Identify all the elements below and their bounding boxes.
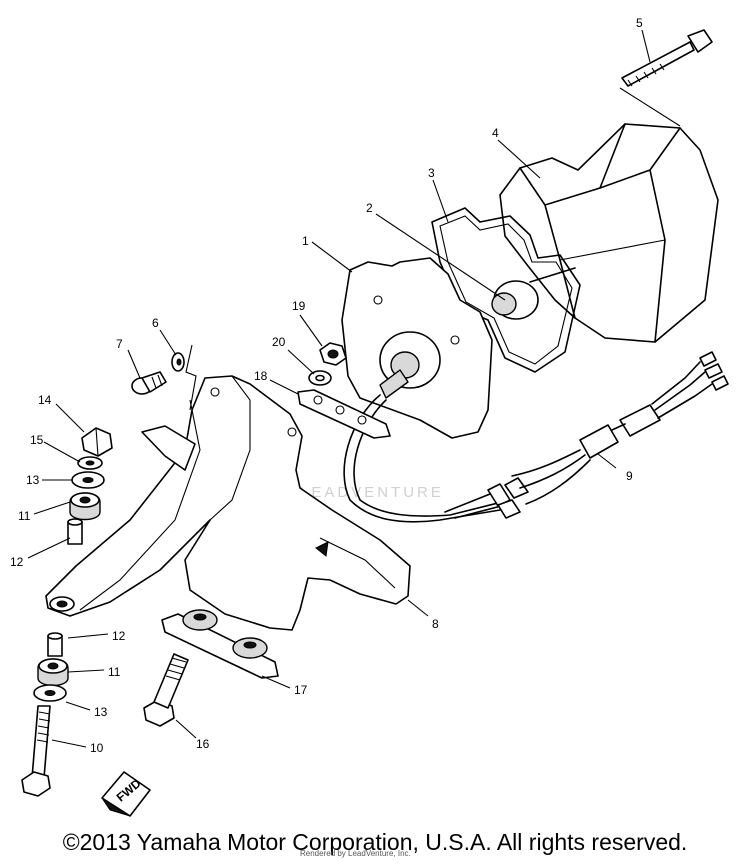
callout-6[interactable]: 6 — [152, 316, 159, 330]
callout-19[interactable]: 19 — [292, 299, 306, 313]
part-15-washer[interactable] — [77, 456, 103, 470]
part-12-collar-lower[interactable] — [47, 632, 63, 657]
part-4-cover[interactable] — [499, 123, 719, 343]
part-14-cap-nut[interactable] — [81, 427, 113, 457]
part-13-washer-lower[interactable] — [33, 684, 67, 702]
callout-20[interactable]: 20 — [272, 335, 286, 349]
callout-14[interactable]: 14 — [38, 393, 52, 407]
part-7-screw[interactable] — [131, 371, 167, 395]
callout-2[interactable]: 2 — [366, 201, 373, 215]
callout-8[interactable]: 8 — [432, 617, 439, 631]
part-10-bolt[interactable] — [21, 705, 51, 797]
part-17-mount-plate[interactable] — [161, 609, 279, 679]
callout-5[interactable]: 5 — [636, 16, 643, 30]
part-13-washer-upper[interactable] — [71, 471, 105, 489]
callout-11[interactable]: 11 — [18, 509, 31, 523]
copyright-notice: ©2013 Yamaha Motor Corporation, U.S.A. A… — [62, 829, 688, 855]
part-11-grommet-upper[interactable] — [69, 492, 101, 521]
callout-10[interactable]: 10 — [90, 741, 104, 755]
part-19-nut[interactable] — [319, 342, 347, 366]
callout-7[interactable]: 7 — [116, 337, 123, 351]
watermark: LEADVENTURE — [300, 484, 444, 501]
callout-3[interactable]: 3 — [428, 166, 435, 180]
exploded-view-drawing: LEADVENTURE — [10, 16, 729, 817]
callout-15[interactable]: 15 — [30, 433, 44, 447]
part-1-base-plate[interactable] — [341, 257, 493, 439]
callout-12[interactable]: 12 — [10, 555, 24, 569]
callout-17[interactable]: 17 — [294, 683, 308, 697]
part-11-grommet-lower[interactable] — [37, 658, 69, 687]
part-6-washer[interactable] — [171, 352, 185, 372]
callout-16[interactable]: 16 — [196, 737, 210, 751]
callout-1[interactable]: 1 — [302, 234, 309, 248]
callout-13-lower[interactable]: 13 — [94, 705, 108, 719]
part-8-bracket[interactable] — [45, 375, 411, 631]
part-18-plate[interactable] — [297, 389, 391, 439]
callout-13[interactable]: 13 — [26, 473, 40, 487]
part-5-screw[interactable] — [621, 29, 713, 87]
part-16-bolt[interactable] — [143, 653, 189, 727]
callout-12-lower[interactable]: 12 — [112, 629, 126, 643]
callout-4[interactable]: 4 — [492, 126, 499, 140]
rendered-by-note: Rendered by LeadVenture, Inc. — [300, 849, 411, 858]
part-2-pin[interactable] — [491, 267, 576, 320]
leader-lines — [27, 29, 681, 748]
part-12-collar-upper[interactable] — [67, 518, 83, 545]
callout-18[interactable]: 18 — [254, 369, 268, 383]
callout-9[interactable]: 9 — [626, 469, 633, 483]
fwd-direction-tag: FWD — [101, 771, 151, 817]
callout-labels: 5 4 3 2 1 6 7 19 20 18 14 15 13 11 12 12… — [10, 16, 643, 755]
part-20-washer[interactable] — [308, 370, 332, 386]
callout-11-lower[interactable]: 11 — [108, 665, 121, 679]
